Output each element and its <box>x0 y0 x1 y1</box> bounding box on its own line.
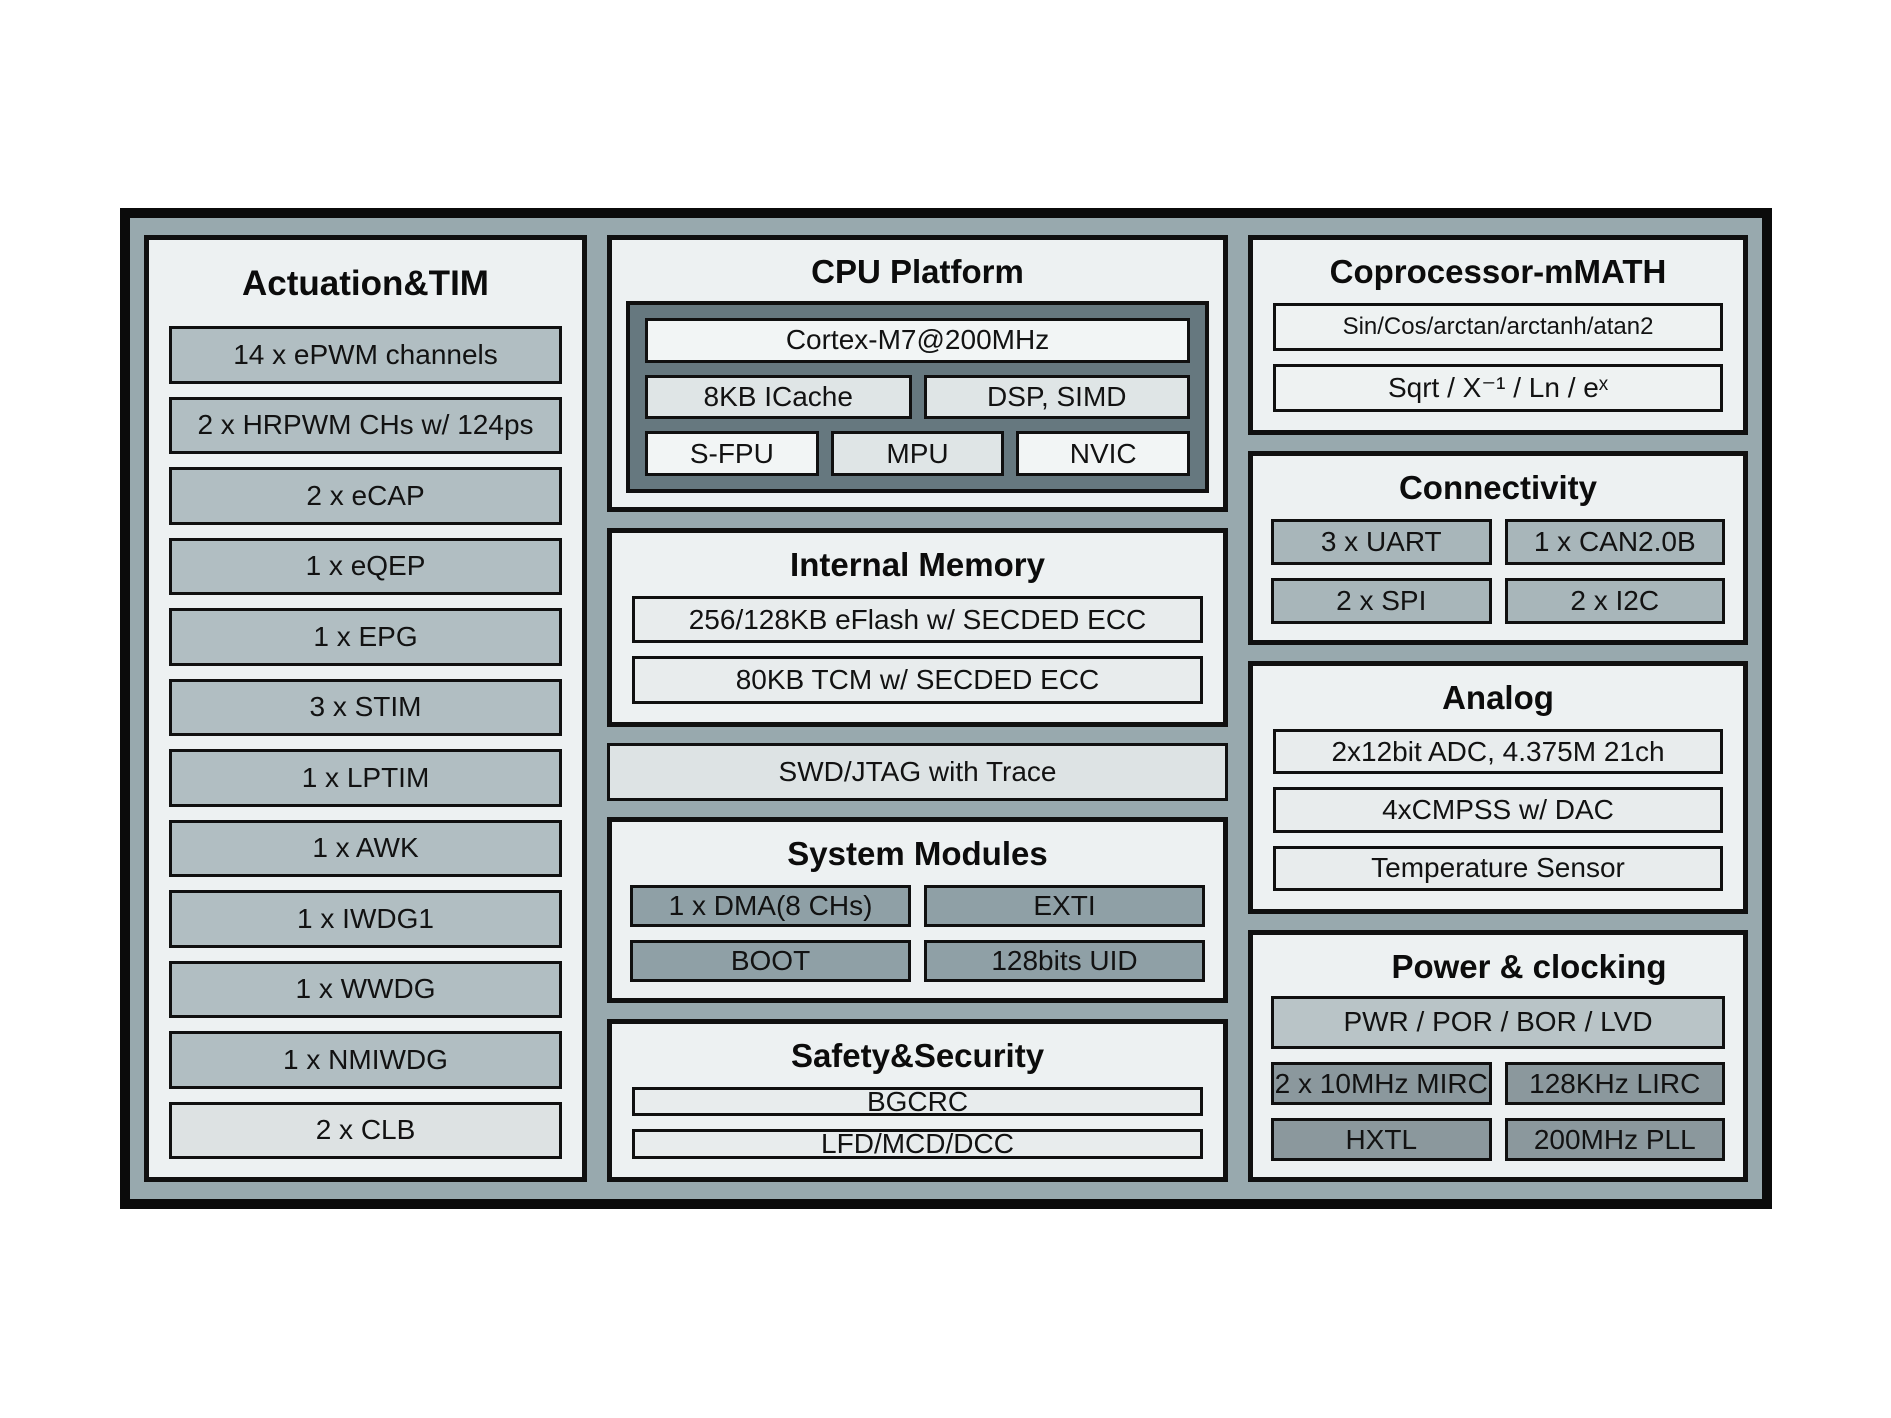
coprocessor-items: Sin/Cos/arctan/arctanh/atan2 Sqrt / X⁻¹ … <box>1253 297 1743 430</box>
internal-memory-items: 256/128KB eFlash w/ SECDED ECC 80KB TCM … <box>612 590 1223 722</box>
block-lptim: 1 x LPTIM <box>169 749 562 807</box>
block-i2c: 2 x I2C <box>1504 577 1725 624</box>
block-dma: 1 x DMA(8 CHs) <box>630 884 911 927</box>
block-nmiwdg: 1 x NMIWDG <box>169 1031 562 1089</box>
block-iwdg1: 1 x IWDG1 <box>169 890 562 948</box>
block-adc: 2x12bit ADC, 4.375M 21ch <box>1273 728 1723 775</box>
section-internal-memory: Internal Memory 256/128KB eFlash w/ SECD… <box>607 528 1228 727</box>
block-swd-jtag: SWD/JTAG with Trace <box>607 743 1228 801</box>
block-sfpu: S-FPU <box>645 431 819 476</box>
column-left: Actuation&TIM 14 x ePWM channels 2 x HRP… <box>144 235 587 1182</box>
block-icache: 8KB ICache <box>645 374 912 420</box>
block-spi: 2 x SPI <box>1271 577 1492 624</box>
block-mirc: 2 x 10MHz MIRC <box>1271 1062 1492 1106</box>
block-eflash: 256/128KB eFlash w/ SECDED ECC <box>632 595 1203 644</box>
actuation-tim-title: Actuation&TIM <box>242 264 489 303</box>
section-safety-security: Safety&Security BGCRC LFD/MCD/DCC <box>607 1019 1228 1182</box>
block-uart: 3 x UART <box>1271 518 1492 565</box>
block-eqep: 1 x eQEP <box>169 537 562 596</box>
actuation-tim-items: 14 x ePWM channels 2 x HRPWM CHs w/ 124p… <box>149 320 582 1177</box>
analog-title: Analog <box>1442 679 1554 716</box>
cpu-platform-title: CPU Platform <box>811 253 1024 290</box>
cpu-row-core: Cortex-M7@200MHz <box>645 317 1190 363</box>
block-sqrt-functions: Sqrt / X⁻¹ / Ln / eˣ <box>1273 363 1723 412</box>
block-exti: EXTI <box>924 884 1205 927</box>
block-tcm: 80KB TCM w/ SECDED ECC <box>632 656 1203 704</box>
block-stim: 3 x STIM <box>169 678 562 737</box>
power-clocking-title: Power & clocking <box>1391 948 1667 985</box>
block-lirc: 128KHz LIRC <box>1504 1062 1725 1106</box>
block-boot: BOOT <box>630 939 911 982</box>
connectivity-title: Connectivity <box>1398 469 1598 506</box>
block-hxtl: HXTL <box>1271 1118 1492 1161</box>
column-middle: CPU Platform Cortex-M7@200MHz 8KB ICache… <box>607 235 1228 1182</box>
cpu-row-units: S-FPU MPU NVIC <box>645 431 1191 476</box>
cpu-core-container: Cortex-M7@200MHz 8KB ICache DSP, SIMD S-… <box>626 300 1209 493</box>
cpu-row-cache: 8KB ICache DSP, SIMD <box>645 374 1190 420</box>
block-cmpss: 4xCMPSS w/ DAC <box>1273 787 1723 833</box>
internal-memory-title: Internal Memory <box>790 546 1045 583</box>
block-bgcrc: BGCRC <box>632 1086 1203 1117</box>
block-trig-functions: Sin/Cos/arctan/arctanh/atan2 <box>1273 302 1723 351</box>
section-system-modules: System Modules 1 x DMA(8 CHs) EXTI BOOT … <box>607 817 1228 1003</box>
section-analog: Analog 2x12bit ADC, 4.375M 21ch 4xCMPSS … <box>1248 661 1748 914</box>
block-dsp-simd: DSP, SIMD <box>923 374 1190 420</box>
power-clocking-items: PWR / POR / BOR / LVD 2 x 10MHz MIRC 128… <box>1253 992 1743 1177</box>
safety-security-items: BGCRC LFD/MCD/DCC <box>612 1081 1223 1177</box>
coprocessor-title: Coprocessor-mMATH <box>1329 253 1667 290</box>
section-coprocessor-mmath: Coprocessor-mMATH Sin/Cos/arctan/arctanh… <box>1248 235 1748 435</box>
block-nvic: NVIC <box>1016 431 1191 476</box>
block-can: 1 x CAN2.0B <box>1504 518 1725 565</box>
block-epwm-channels: 14 x ePWM channels <box>169 326 562 384</box>
block-clb: 2 x CLB <box>169 1101 562 1160</box>
power-clock-grid: 2 x 10MHz MIRC 128KHz LIRC HXTL 200MHz P… <box>1271 1062 1725 1161</box>
system-modules-title: System Modules <box>787 835 1048 872</box>
analog-items: 2x12bit ADC, 4.375M 21ch 4xCMPSS w/ DAC … <box>1253 723 1743 909</box>
safety-security-title: Safety&Security <box>790 1037 1045 1074</box>
section-actuation-tim: Actuation&TIM 14 x ePWM channels 2 x HRP… <box>144 235 587 1182</box>
block-cortex-m7: Cortex-M7@200MHz <box>645 317 1190 363</box>
block-temp-sensor: Temperature Sensor <box>1273 845 1723 892</box>
block-pll: 200MHz PLL <box>1504 1118 1725 1161</box>
block-uid: 128bits UID <box>924 939 1205 982</box>
section-cpu-platform: CPU Platform Cortex-M7@200MHz 8KB ICache… <box>607 235 1228 512</box>
block-wwdg: 1 x WWDG <box>169 960 562 1019</box>
section-connectivity: Connectivity 3 x UART 1 x CAN2.0B 2 x SP… <box>1248 451 1748 645</box>
block-hrpwm: 2 x HRPWM CHs w/ 124ps <box>169 396 562 455</box>
block-mpu: MPU <box>830 431 1005 476</box>
block-ecap: 2 x eCAP <box>169 467 562 525</box>
connectivity-items: 3 x UART 1 x CAN2.0B 2 x SPI 2 x I2C <box>1253 513 1743 640</box>
column-right: Coprocessor-mMATH Sin/Cos/arctan/arctanh… <box>1248 235 1748 1182</box>
chip-frame: Actuation&TIM 14 x ePWM channels 2 x HRP… <box>120 208 1772 1209</box>
section-power-clocking: Power & clocking PWR / POR / BOR / LVD 2… <box>1248 930 1748 1182</box>
block-awk: 1 x AWK <box>169 819 562 878</box>
system-modules-items: 1 x DMA(8 CHs) EXTI BOOT 128bits UID <box>612 879 1223 998</box>
block-pwr-por-bor-lvd: PWR / POR / BOR / LVD <box>1271 995 1725 1050</box>
block-lfd-mcd-dcc: LFD/MCD/DCC <box>632 1129 1203 1159</box>
block-epg: 1 x EPG <box>169 608 562 666</box>
